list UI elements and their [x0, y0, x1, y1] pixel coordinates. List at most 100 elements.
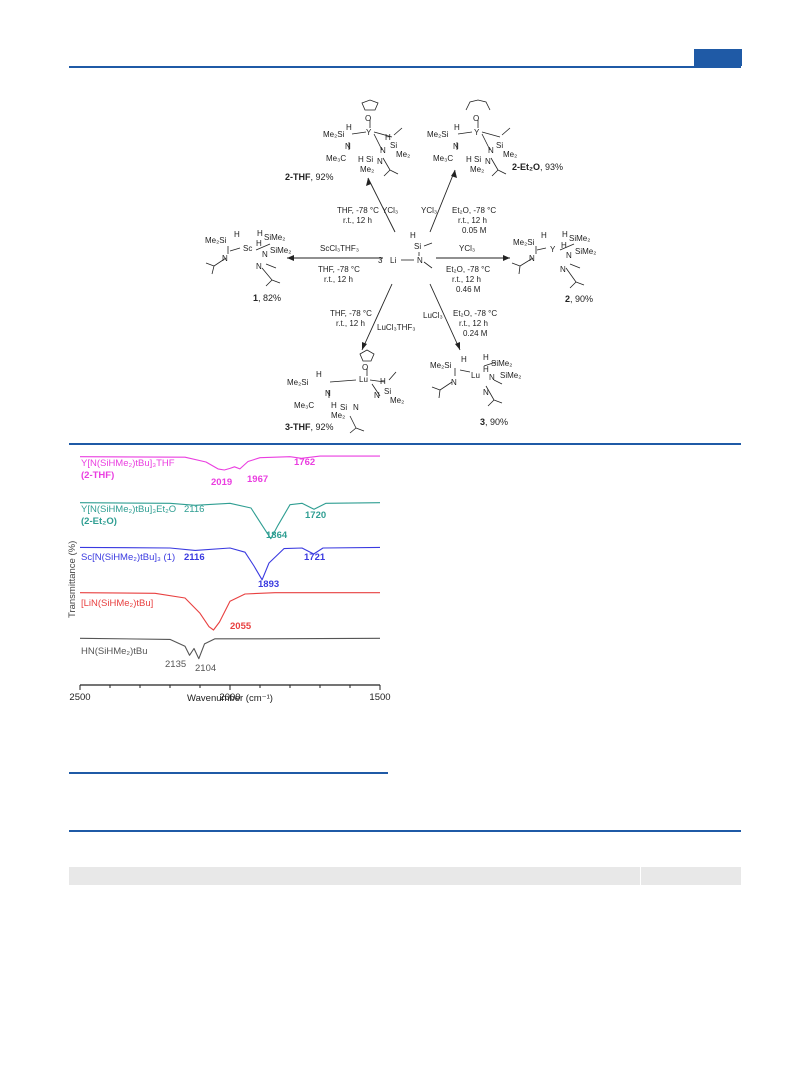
- svg-text:Et₂O, -78 °C: Et₂O, -78 °C: [453, 309, 497, 318]
- svg-text:N: N: [325, 389, 331, 398]
- svg-text:3: 3: [378, 256, 383, 265]
- svg-text:LuCl₃: LuCl₃: [423, 311, 443, 320]
- trace-label-1: Sc[N(SiHMe₂)tBu]₃ (1): [81, 552, 175, 563]
- svg-text:0.46 M: 0.46 M: [456, 285, 481, 294]
- svg-text:N: N: [566, 251, 572, 260]
- spectrum-traces: [79, 455, 381, 660]
- svg-text:Li: Li: [390, 256, 396, 265]
- svg-text:Lu: Lu: [471, 371, 480, 380]
- svg-text:H: H: [562, 230, 568, 239]
- svg-text:YCl₃: YCl₃: [459, 244, 475, 253]
- svg-text:0.24 M: 0.24 M: [463, 329, 488, 338]
- x-tick-label: 2500: [69, 692, 90, 703]
- svg-text:Si: Si: [496, 141, 503, 150]
- trace-label-2et2o: Y[N(SiHMe₂)tBu]₃Et₂O: [81, 504, 176, 515]
- product-3: Me₂Si H N Lu H SiMe₂ H N SiMe₂ N 3, 90%: [430, 353, 521, 427]
- peak-label: 2055: [230, 621, 252, 632]
- svg-text:H: H: [331, 401, 337, 410]
- spectrum-trace: [79, 502, 381, 540]
- peak-label: 1720: [305, 510, 326, 521]
- svg-text:Si: Si: [366, 155, 373, 164]
- reaction-scheme: 3 Li N Si H THF, -78 °C r.t., 12 h YCl₃ …: [205, 99, 596, 434]
- svg-text:Me₃C: Me₃C: [294, 401, 314, 410]
- svg-text:SiMe₂: SiMe₂: [500, 371, 521, 380]
- svg-text:N: N: [262, 250, 268, 259]
- svg-text:YCl₃: YCl₃: [421, 206, 437, 215]
- svg-text:H: H: [461, 355, 467, 364]
- svg-text:H: H: [256, 239, 262, 248]
- spectrum-trace: [79, 546, 381, 581]
- svg-text:Sc: Sc: [243, 244, 252, 253]
- svg-text:Me₃C: Me₃C: [326, 154, 346, 163]
- spectrum-trace: [79, 455, 380, 471]
- svg-text:0.05 M: 0.05 M: [462, 226, 487, 235]
- svg-text:SiMe₂: SiMe₂: [575, 247, 596, 256]
- peak-label: 1721: [304, 552, 326, 563]
- svg-text:ScCl₃THF₃: ScCl₃THF₃: [320, 244, 359, 253]
- peak-label: 2104: [195, 663, 216, 674]
- svg-text:Me₂: Me₂: [470, 165, 484, 174]
- svg-text:N: N: [529, 254, 535, 263]
- table-header-bar: [69, 867, 741, 885]
- svg-text:Lu: Lu: [359, 375, 368, 384]
- svg-text:1, 82%: 1, 82%: [253, 293, 281, 303]
- peak-label: 2116: [184, 552, 205, 563]
- svg-text:Si: Si: [384, 387, 391, 396]
- svg-text:Me₂: Me₂: [360, 165, 374, 174]
- svg-text:Si: Si: [474, 155, 481, 164]
- svg-text:N: N: [489, 373, 495, 382]
- svg-text:H: H: [380, 377, 386, 386]
- svg-text:Y: Y: [366, 128, 372, 137]
- svg-text:SiMe₂: SiMe₂: [491, 359, 512, 368]
- spectrum-trace: [79, 592, 380, 631]
- trace-sublabel-2thf: (2-THF): [81, 470, 114, 481]
- svg-text:Me₂Si: Me₂Si: [513, 238, 535, 247]
- svg-text:N: N: [374, 391, 380, 400]
- trace-label-2thf: Y[N(SiHMe₂)tBu]₃THF: [81, 458, 175, 469]
- svg-text:r.t., 12 h: r.t., 12 h: [458, 216, 487, 225]
- svg-text:Me₂Si: Me₂Si: [427, 130, 449, 139]
- header-rule: [69, 66, 741, 68]
- svg-text:r.t., 12 h: r.t., 12 h: [336, 319, 365, 328]
- svg-text:N: N: [377, 157, 383, 166]
- peak-label: 2019: [211, 477, 232, 488]
- svg-text:2-THF, 92%: 2-THF, 92%: [285, 172, 334, 182]
- peak-label: 2135: [165, 659, 186, 670]
- svg-text:H: H: [358, 155, 364, 164]
- svg-text:SiMe₂: SiMe₂: [569, 234, 590, 243]
- svg-text:H: H: [410, 231, 416, 240]
- svg-text:H: H: [454, 123, 460, 132]
- arrow-to-3thf: [361, 283, 393, 351]
- peak-label: 1967: [247, 474, 268, 485]
- svg-text:N: N: [345, 142, 351, 151]
- peak-label: 1762: [294, 457, 315, 468]
- svg-text:H: H: [561, 241, 567, 250]
- svg-text:Me₂: Me₂: [390, 396, 404, 405]
- arrow-to-2et2o: [429, 169, 456, 233]
- svg-text:H: H: [346, 123, 352, 132]
- svg-text:Me₂: Me₂: [503, 150, 517, 159]
- x-tick-label: 1500: [369, 692, 390, 703]
- svg-text:O: O: [365, 114, 371, 123]
- svg-text:N: N: [417, 256, 423, 265]
- svg-text:Si: Si: [340, 403, 347, 412]
- svg-text:Me₂: Me₂: [331, 411, 345, 420]
- svg-text:H: H: [541, 231, 547, 240]
- svg-text:r.t., 12 h: r.t., 12 h: [452, 275, 481, 284]
- svg-text:Et₂O, -78 °C: Et₂O, -78 °C: [446, 265, 490, 274]
- svg-text:Me₃C: Me₃C: [433, 154, 453, 163]
- trace-sublabel-2et2o: (2-Et₂O): [81, 516, 117, 527]
- svg-text:3, 90%: 3, 90%: [480, 417, 508, 427]
- svg-text:Me₂Si: Me₂Si: [430, 361, 452, 370]
- svg-text:THF, -78 °C: THF, -78 °C: [330, 309, 372, 318]
- svg-text:O: O: [362, 363, 368, 372]
- peak-label: 1893: [258, 579, 279, 590]
- svg-text:H: H: [483, 353, 489, 362]
- trace-label-li: [LiN(SiHMe₂)tBu]: [81, 598, 153, 609]
- svg-text:Et₂O, -78 °C: Et₂O, -78 °C: [452, 206, 496, 215]
- peak-label: 1864: [266, 530, 288, 541]
- svg-text:N: N: [380, 146, 386, 155]
- svg-text:H: H: [483, 365, 489, 374]
- svg-text:THF, -78 °C: THF, -78 °C: [318, 265, 360, 274]
- arrow-to-3: [429, 283, 461, 351]
